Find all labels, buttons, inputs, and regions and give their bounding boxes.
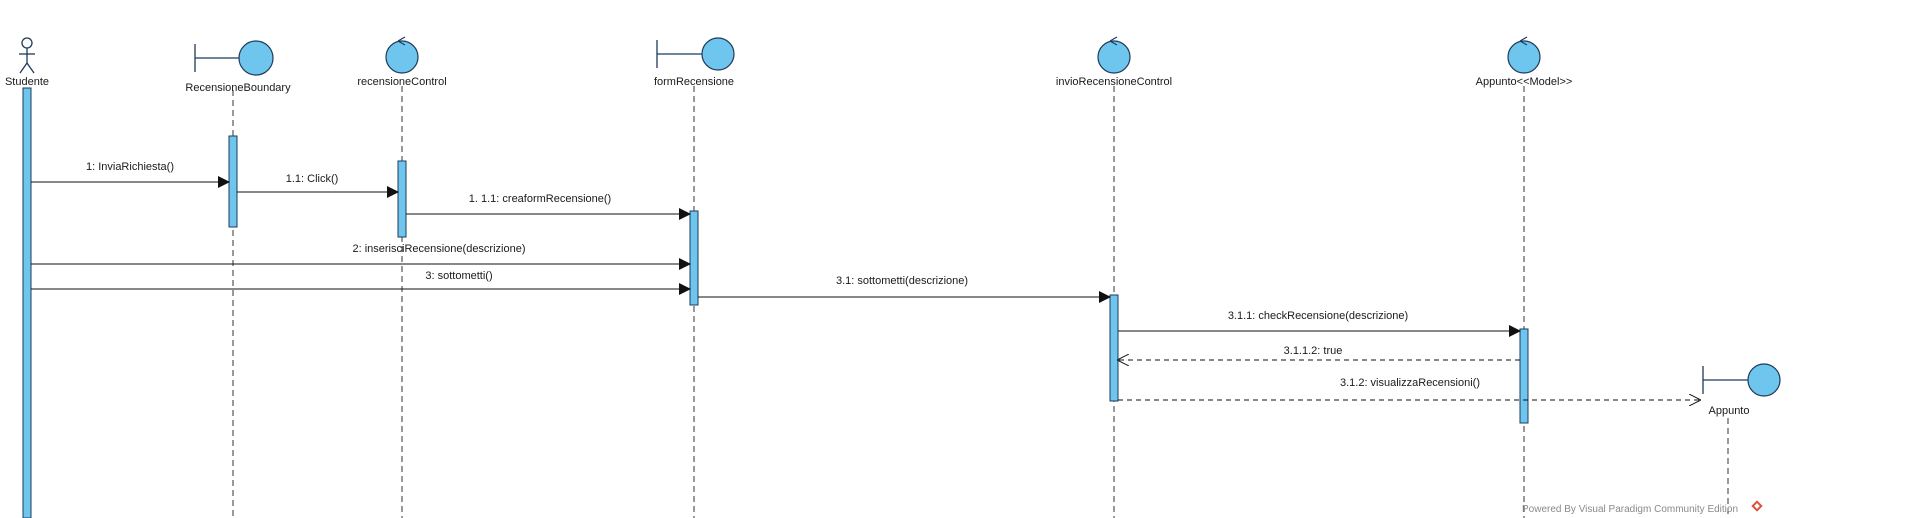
participant-form-recensione[interactable]: formRecensione [654, 37, 735, 88]
activation-bar [689, 210, 699, 306]
participant-invio-recensione-control[interactable]: invioRecensioneControl [1056, 36, 1172, 88]
participant-label: invioRecensioneControl [1056, 76, 1172, 88]
control-icon [1097, 36, 1131, 74]
visual-paradigm-logo-icon [1751, 500, 1763, 512]
participant-label: RecensioneBoundary [185, 82, 291, 94]
participant-recensione-boundary[interactable]: RecensioneBoundary [185, 40, 291, 94]
activation-bar [1109, 294, 1119, 402]
control-icon [385, 36, 419, 74]
message-label: 3.1.1.2: true [1284, 345, 1343, 357]
boundary-icon [656, 37, 735, 71]
participant-appunto-model[interactable]: Appunto<<Model>> [1476, 36, 1573, 88]
participant-studente[interactable]: Studente [5, 37, 49, 88]
message-label: 3.1: sottometti(descrizione) [836, 275, 968, 287]
activation-bar [1519, 328, 1529, 424]
message-2[interactable]: 2: inserisciRecensione(descrizione) [31, 243, 691, 270]
participant-label: Studente [5, 76, 49, 88]
boundary-icon [194, 40, 274, 76]
participant-recensione-control[interactable]: recensioneControl [357, 36, 447, 88]
activation-bar [397, 160, 407, 238]
message-label: 3.1.2: visualizzaRecensioni() [1340, 377, 1480, 389]
message-label: 2: inserisciRecensione(descrizione) [352, 243, 525, 255]
control-icon [1507, 36, 1541, 74]
activations [22, 87, 1529, 518]
participant-appunto[interactable]: Appunto [1702, 363, 1781, 417]
boundary-icon [1702, 363, 1781, 397]
message-1-1[interactable]: 1.1: Click() [237, 173, 399, 198]
watermark: Powered By Visual Paradigm Community Edi… [1522, 500, 1763, 515]
message-label: 1. 1.1: creaformRecensione() [469, 193, 611, 205]
message-3-1[interactable]: 3.1: sottometti(descrizione) [698, 275, 1111, 303]
participant-label: recensioneControl [357, 76, 446, 88]
participant-label: Appunto<<Model>> [1476, 76, 1573, 88]
activation-bar [228, 135, 238, 228]
message-label: 1: InviaRichiesta() [86, 161, 174, 173]
participant-label: Appunto [1709, 405, 1750, 417]
message-label: 1.1: Click() [286, 173, 339, 185]
activation-bar [22, 87, 32, 518]
message-3-1-1-2-return[interactable]: 3.1.1.2: true [1118, 345, 1520, 360]
message-3[interactable]: 3: sottometti() [31, 270, 691, 295]
message-label: 3.1.1: checkRecensione(descrizione) [1228, 310, 1408, 322]
message-3-1-1[interactable]: 3.1.1: checkRecensione(descrizione) [1118, 310, 1521, 337]
actor-icon [19, 37, 35, 74]
message-3-1-2-create[interactable]: 3.1.2: visualizzaRecensioni() [1118, 377, 1700, 400]
lifelines [232, 86, 1729, 518]
participant-label: formRecensione [654, 76, 734, 88]
watermark-text: Powered By Visual Paradigm Community Edi… [1522, 504, 1738, 515]
message-label: 3: sottometti() [425, 270, 492, 282]
message-1[interactable]: 1: InviaRichiesta() [31, 161, 230, 188]
message-1-1-1[interactable]: 1. 1.1: creaformRecensione() [406, 193, 691, 220]
